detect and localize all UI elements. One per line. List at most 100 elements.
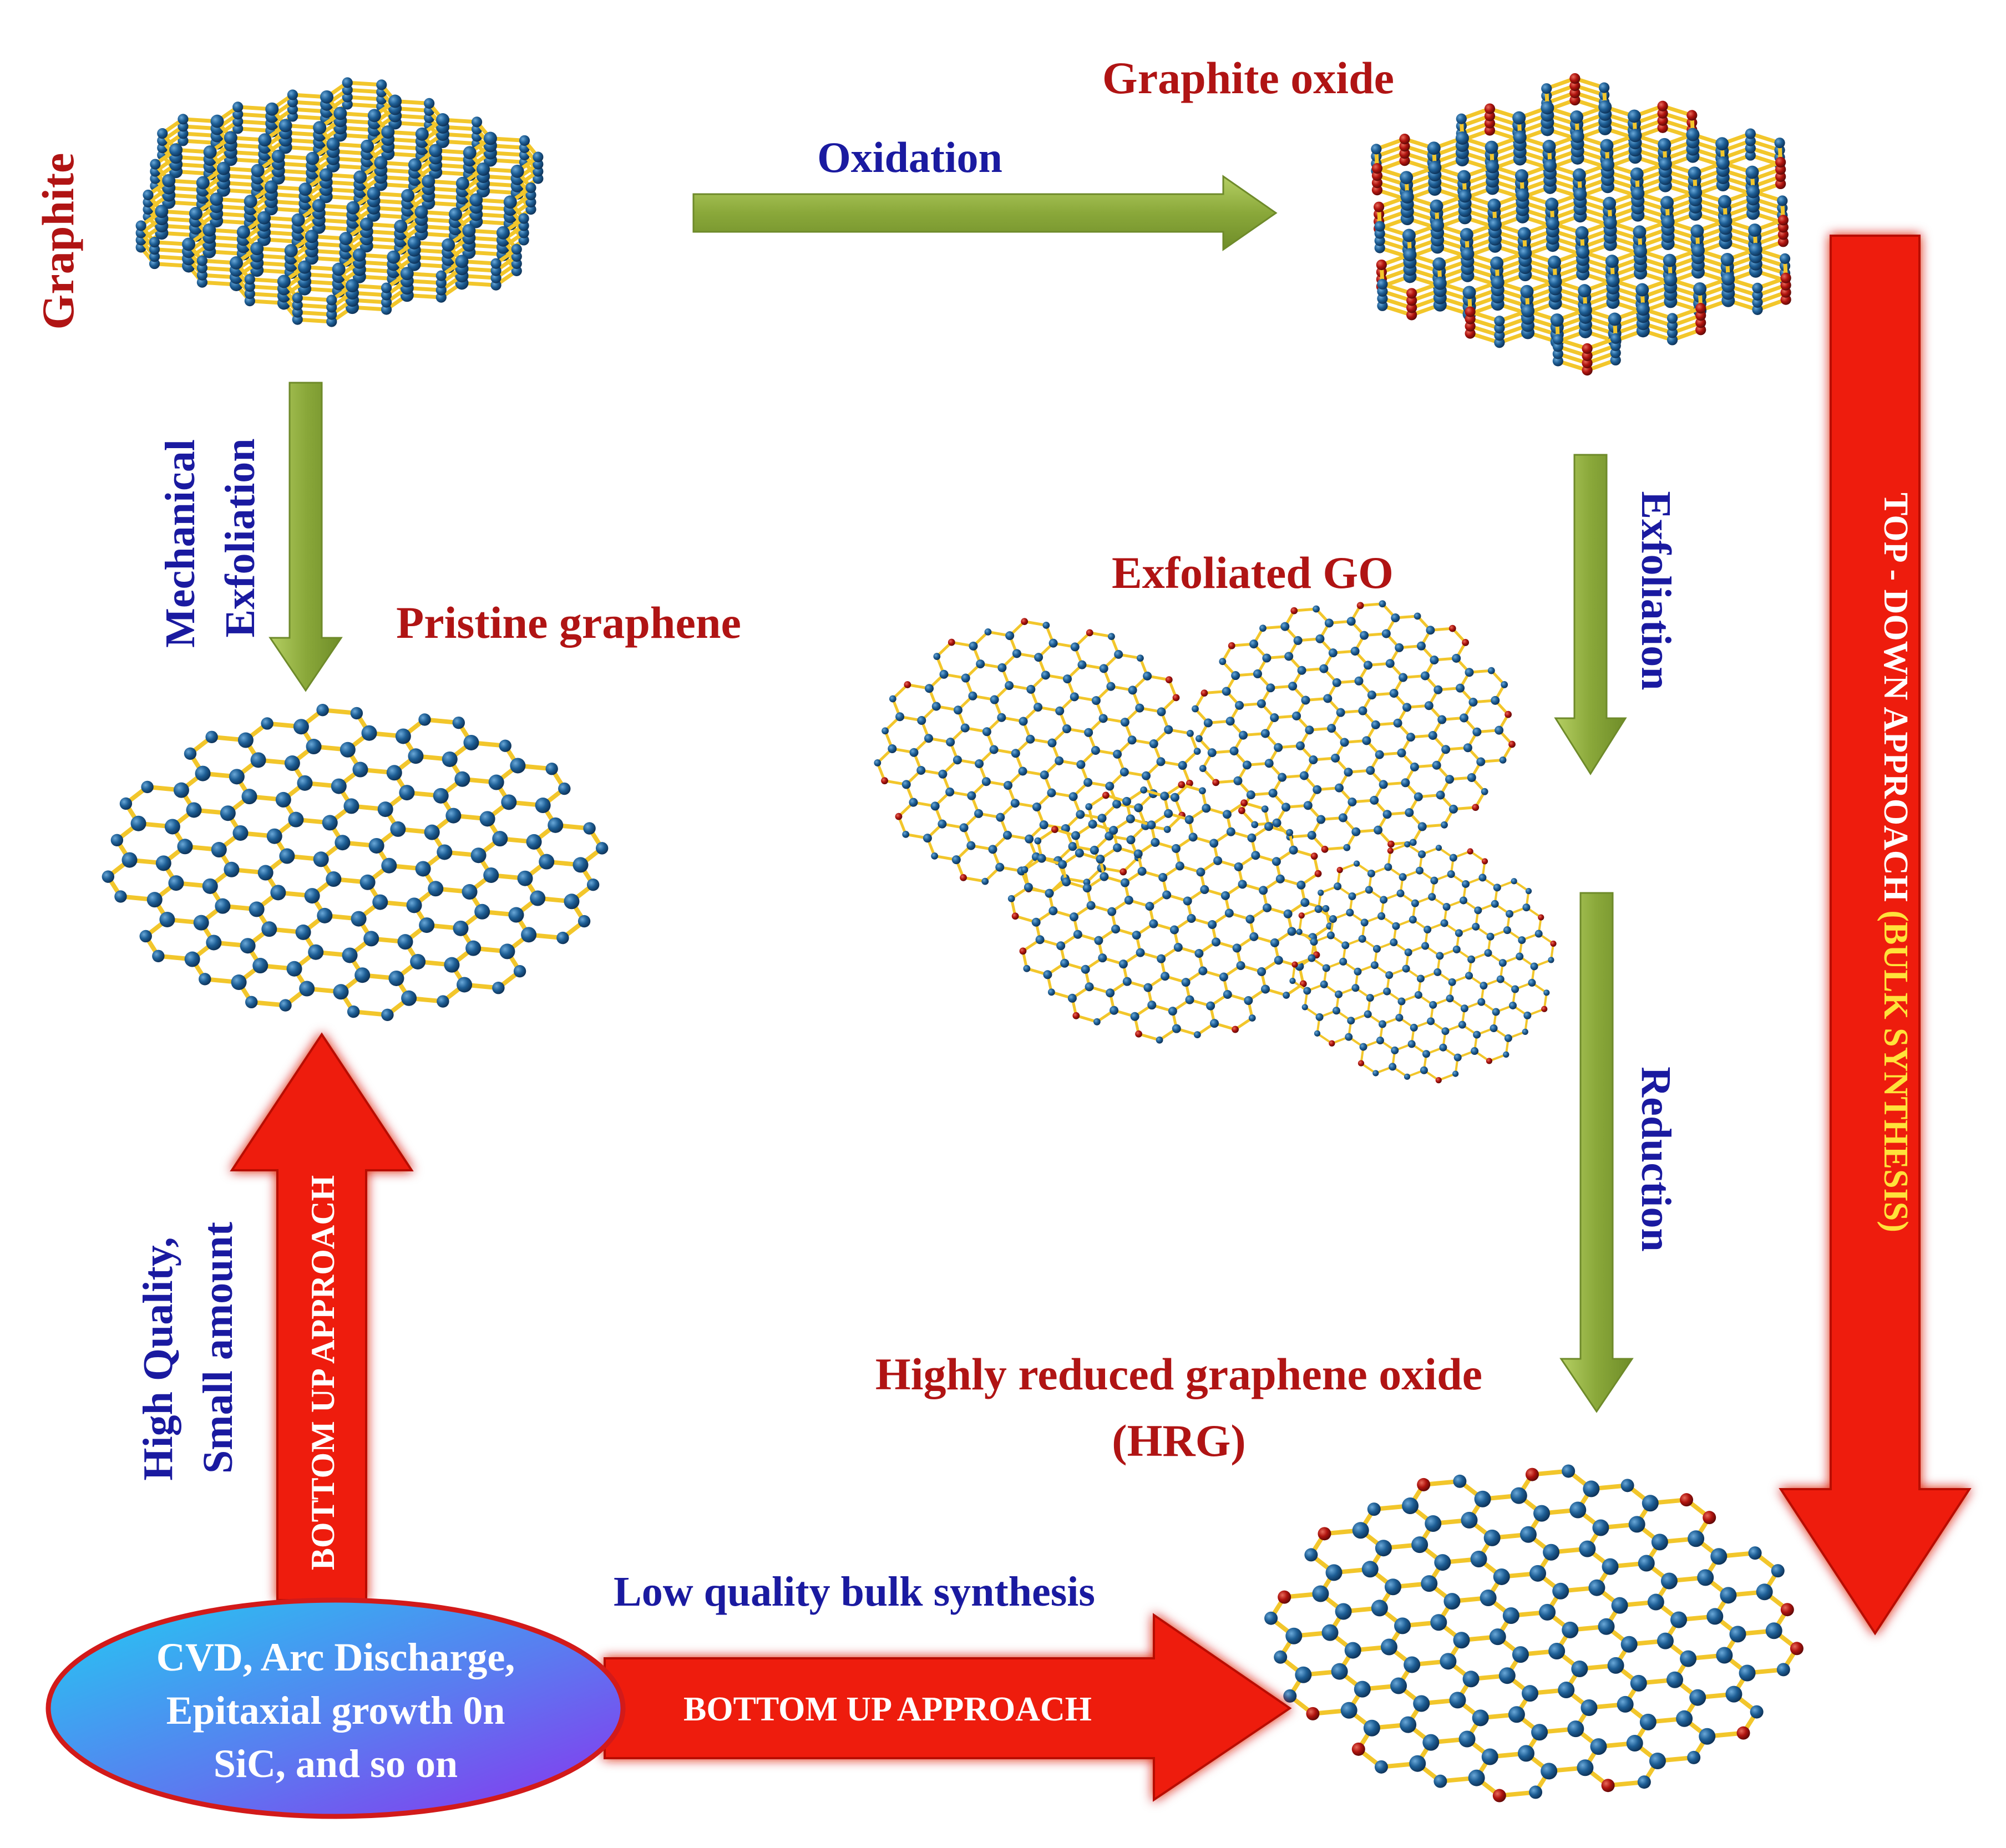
carbon-atom	[232, 825, 249, 841]
carbon-atom	[1420, 671, 1430, 681]
carbon-atom	[1542, 140, 1556, 154]
carbon-atom	[1132, 931, 1141, 940]
exfoliated-go-label: Exfoliated GO	[1112, 547, 1394, 598]
carbon-atom	[1521, 1685, 1538, 1702]
carbon-atom	[1183, 896, 1192, 906]
carbon-atom	[1417, 822, 1427, 831]
carbon-atom	[1309, 755, 1318, 764]
carbon-atom	[1193, 1031, 1201, 1039]
carbon-atom	[442, 238, 455, 252]
carbon-atom	[1439, 1043, 1447, 1052]
top-down-arrow	[1779, 235, 1972, 1636]
carbon-atom	[164, 819, 180, 835]
carbon-atom	[305, 230, 318, 243]
carbon-atom	[1422, 1734, 1440, 1751]
carbon-atom	[453, 920, 469, 936]
carbon-atom	[202, 223, 216, 237]
carbon-atom	[1012, 649, 1021, 658]
carbon-atom	[1774, 138, 1785, 149]
carbon-atom	[155, 205, 169, 219]
carbon-atom	[483, 867, 499, 883]
carbon-atom	[293, 719, 309, 735]
carbon-atom	[1487, 667, 1495, 674]
carbon-atom	[1688, 1530, 1705, 1547]
carbon-atom	[1058, 860, 1067, 869]
carbon-atom	[377, 801, 393, 818]
carbon-atom	[401, 189, 415, 202]
carbon-atom	[1134, 803, 1143, 813]
carbon-atom	[1402, 1497, 1419, 1515]
carbon-atom	[479, 811, 495, 827]
carbon-atom	[331, 778, 347, 794]
carbon-atom	[1414, 991, 1422, 999]
carbon-atom	[1428, 730, 1437, 740]
carbon-atom	[1070, 642, 1080, 652]
carbon-atom	[931, 852, 939, 860]
carbon-atom	[308, 944, 324, 960]
carbon-atom	[1427, 1017, 1435, 1025]
carbon-atom	[1206, 1001, 1215, 1011]
carbon-atom	[1236, 961, 1245, 970]
carbon-atom	[1245, 915, 1255, 924]
oxygen-atom	[1051, 826, 1058, 833]
carbon-atom	[1259, 625, 1267, 632]
carbon-atom	[455, 255, 469, 268]
carbon-atom	[1480, 1590, 1497, 1607]
carbon-atom	[1384, 1578, 1401, 1596]
carbon-atom	[477, 162, 490, 176]
carbon-atom	[923, 834, 932, 843]
carbon-atom	[414, 205, 428, 219]
carbon-atom	[335, 835, 351, 851]
carbon-atom	[1513, 130, 1527, 144]
carbon-atom	[1244, 996, 1253, 1005]
carbon-atom	[1459, 896, 1467, 905]
carbon-atom	[1068, 842, 1077, 851]
carbon-atom	[130, 815, 146, 831]
carbon-atom	[1175, 861, 1184, 871]
carbon-atom	[573, 857, 589, 873]
carbon-atom	[1569, 1501, 1587, 1519]
carbon-atom	[1178, 761, 1187, 770]
carbon-atom	[1521, 304, 1535, 318]
carbon-atom	[1462, 880, 1470, 888]
oxygen-atom	[1686, 110, 1698, 121]
carbon-atom	[1301, 695, 1310, 705]
carbon-atom	[1649, 1752, 1666, 1769]
carbon-atom	[1509, 1001, 1517, 1009]
carbon-atom	[1374, 221, 1385, 232]
carbon-atom	[279, 999, 292, 1012]
carbon-atom	[1358, 706, 1367, 715]
carbon-atom	[1316, 815, 1326, 824]
reduction-arrow	[1559, 892, 1634, 1413]
carbon-atom	[1376, 1037, 1384, 1045]
carbon-atom	[1234, 862, 1243, 871]
carbon-atom	[969, 641, 978, 651]
carbon-atom	[279, 848, 295, 864]
carbon-atom	[989, 745, 999, 754]
carbon-atom	[1264, 1611, 1278, 1625]
carbon-atom	[888, 744, 897, 753]
carbon-atom	[1374, 825, 1383, 835]
carbon-atom	[1384, 863, 1392, 871]
carbon-atom	[1465, 668, 1474, 677]
carbon-atom	[1718, 195, 1731, 209]
carbon-atom	[346, 201, 360, 215]
oxygen-atom	[1695, 303, 1706, 314]
carbon-atom	[376, 79, 387, 90]
carbon-atom	[1552, 334, 1563, 345]
carbon-atom	[1133, 849, 1143, 859]
carbon-atom	[1404, 841, 1411, 847]
carbon-atom	[333, 984, 349, 1000]
carbon-atom	[1720, 1587, 1737, 1604]
carbon-atom	[1477, 998, 1486, 1006]
carbon-atom	[1039, 820, 1048, 830]
carbon-atom	[340, 742, 356, 758]
carbon-atom	[1690, 224, 1704, 238]
carbon-atom	[492, 831, 508, 847]
carbon-atom	[1409, 916, 1417, 924]
carbon-atom	[471, 116, 483, 128]
oxygen-atom	[1232, 1025, 1239, 1033]
carbon-atom	[1573, 187, 1587, 201]
carbon-atom	[1242, 760, 1252, 770]
carbon-atom	[1021, 866, 1029, 874]
